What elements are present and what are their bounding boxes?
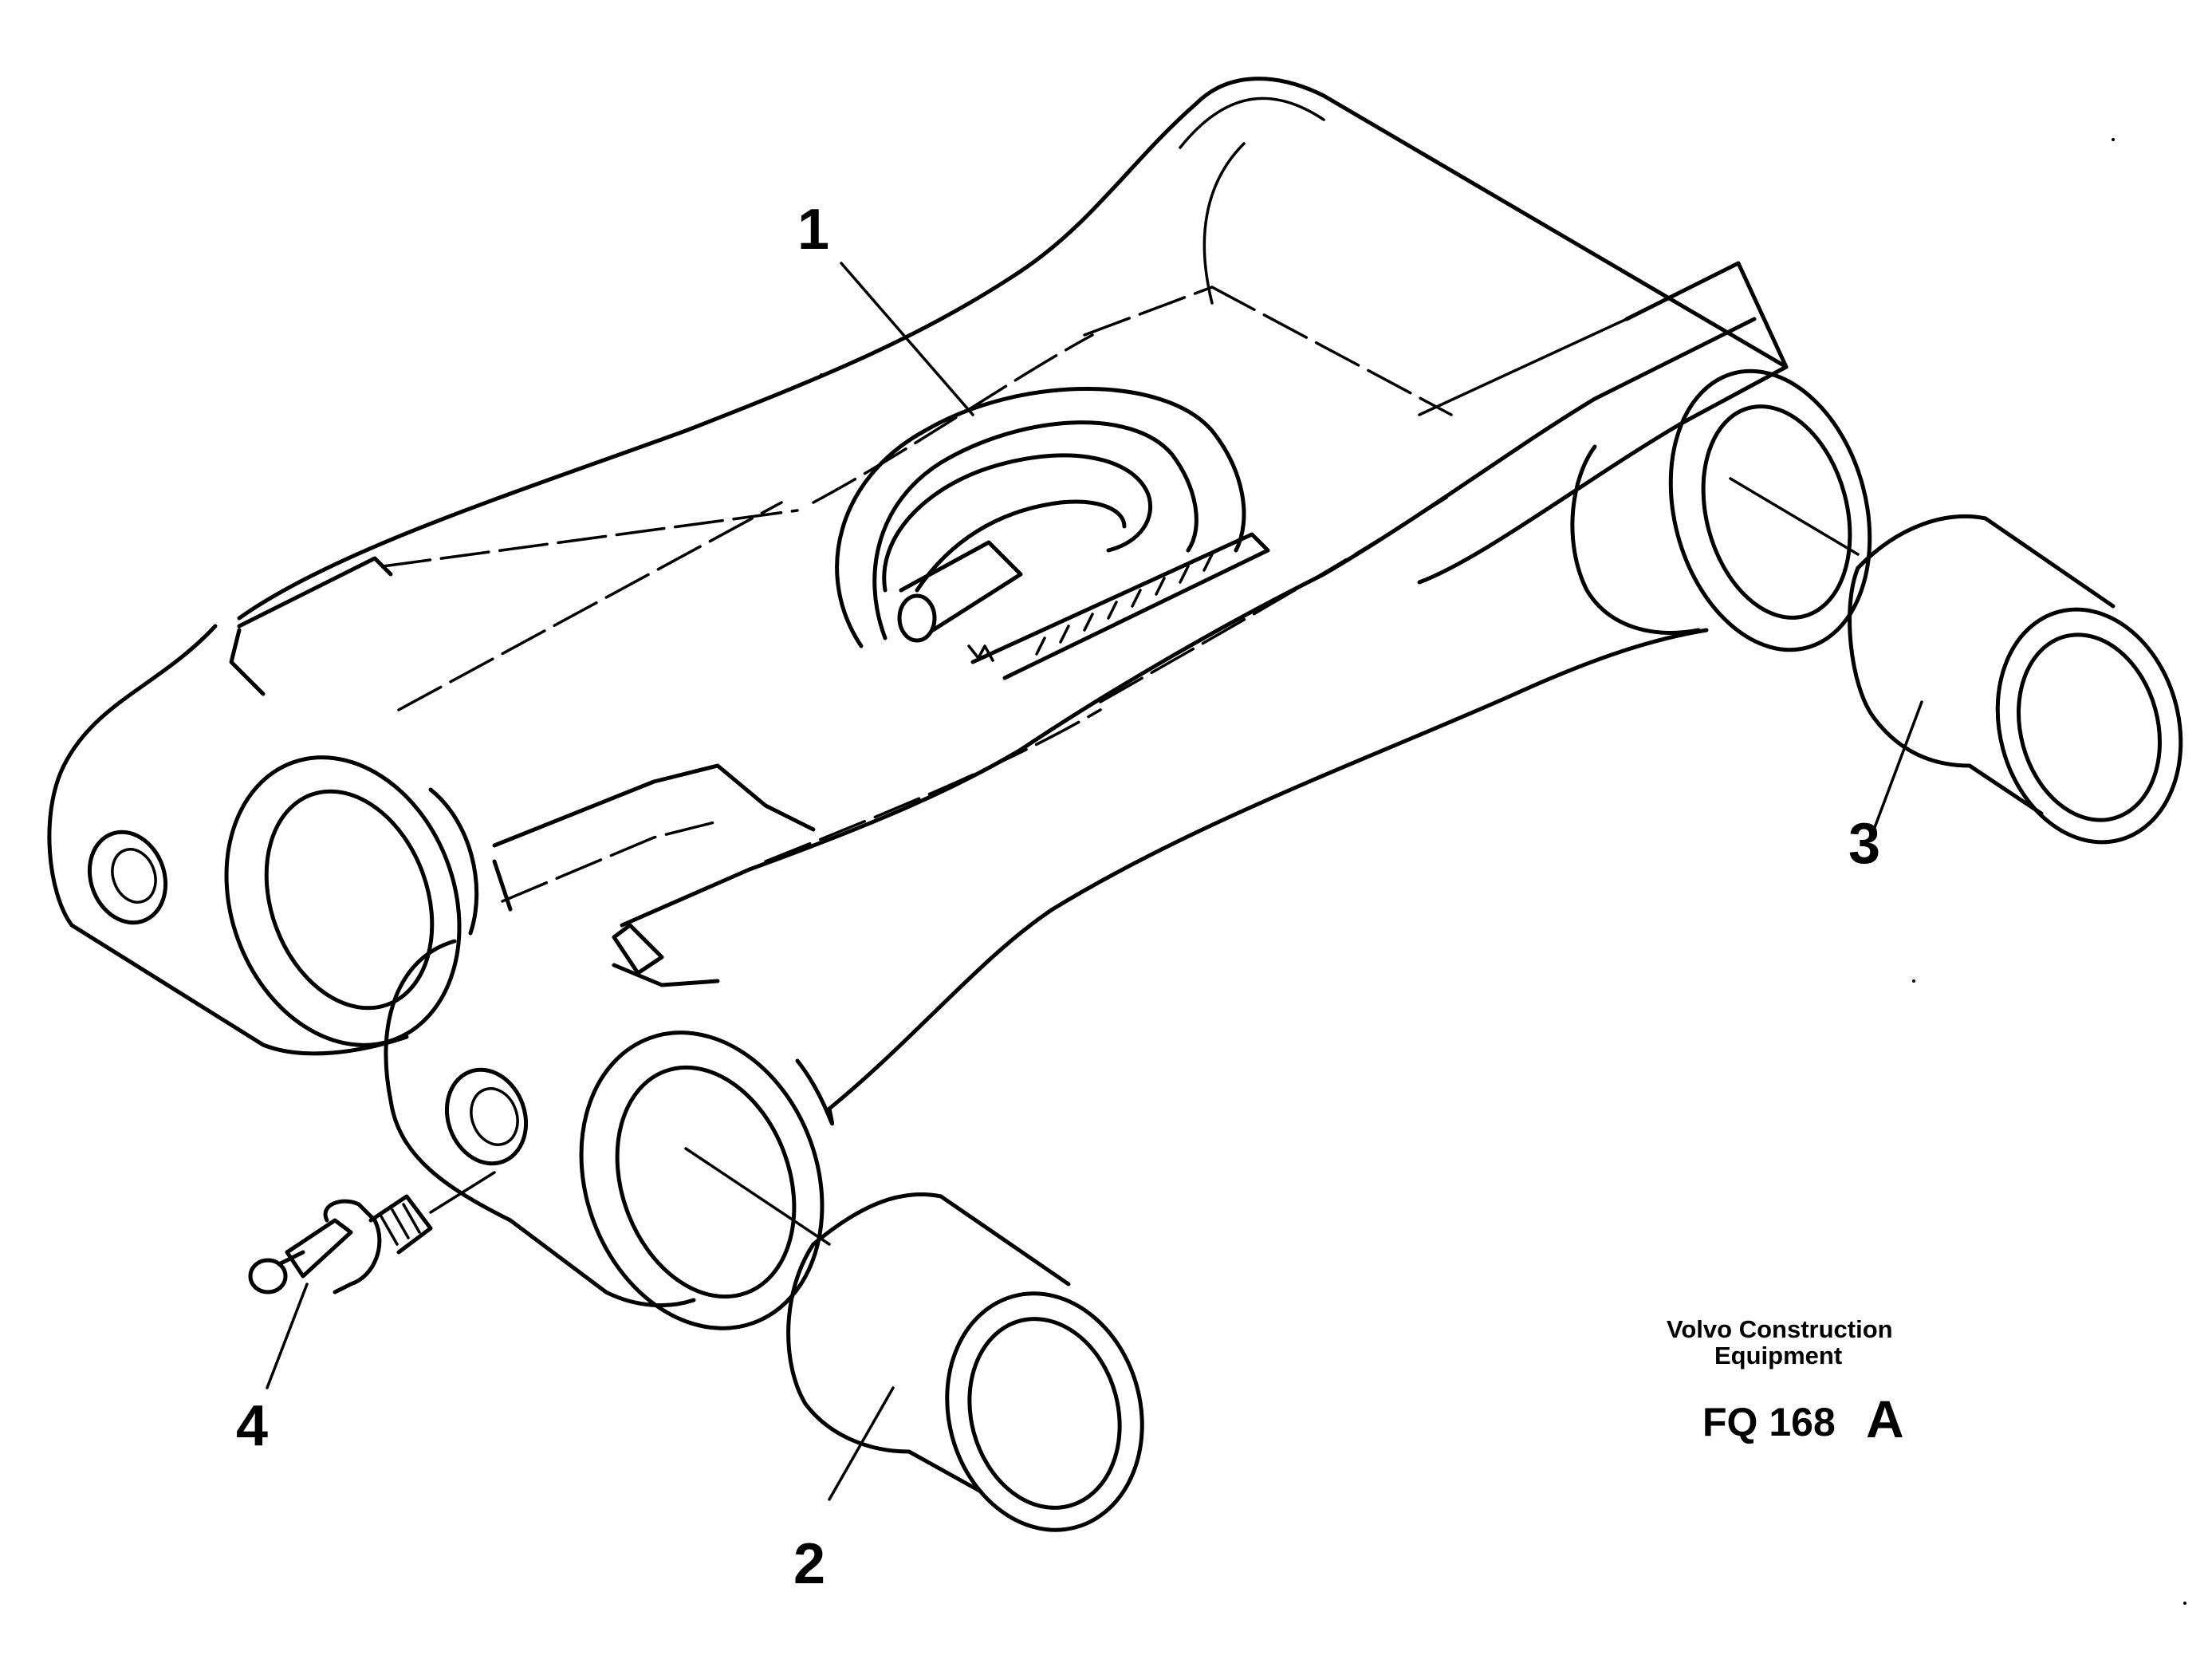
callout-2: 2	[793, 1532, 825, 1596]
callout-3: 3	[1848, 812, 1880, 876]
lifting-eye	[835, 387, 1270, 680]
drawing-code: FQ 168	[1702, 1400, 1836, 1444]
grease-nipple	[248, 1171, 496, 1294]
bushing-front	[684, 1147, 1144, 1532]
front-left-boss	[384, 939, 835, 1330]
brand-line-2: Equipment	[1714, 1342, 1842, 1369]
rear-left-boss	[47, 624, 479, 1056]
scan-specks	[820, 138, 2186, 1605]
brand-line-1: Volvo Construction	[1667, 1315, 1893, 1343]
bushing-right	[1729, 477, 2183, 845]
leader-lines	[266, 262, 1923, 1501]
callout-4: 4	[236, 1394, 268, 1458]
callout-1: 1	[797, 198, 829, 262]
right-boss	[1570, 368, 1872, 652]
link-frame	[229, 77, 1789, 1111]
revision-letter: A	[1866, 1389, 1904, 1448]
